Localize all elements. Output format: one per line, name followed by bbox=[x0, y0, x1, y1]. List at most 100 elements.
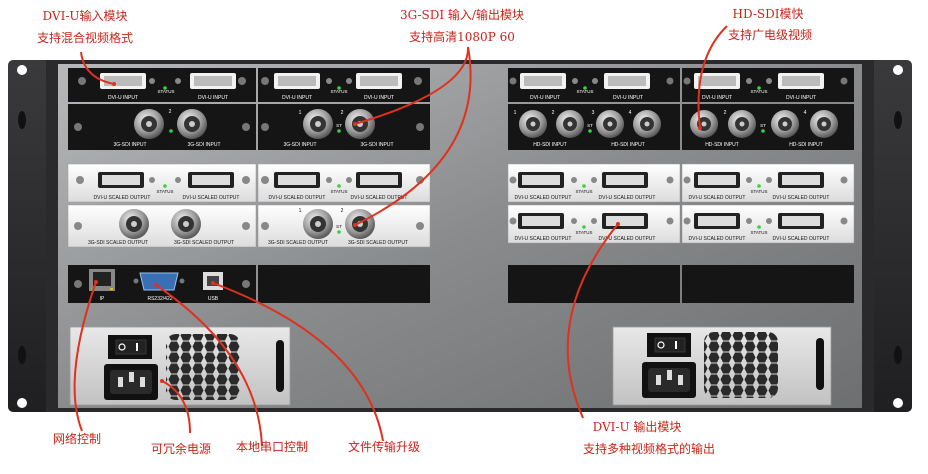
status-label: STATUS bbox=[330, 189, 347, 194]
dvi-u-output-card-3: STATUS DVI-U SCALED OUTPUT DVI-U SCALED … bbox=[507, 163, 681, 203]
power-supply-left bbox=[69, 326, 291, 406]
dvi-u-scaled-output-label: DVI-U SCALED OUTPUT bbox=[689, 195, 746, 201]
callout-dot bbox=[112, 82, 116, 86]
blank-slot-cover bbox=[508, 265, 680, 303]
dvi-u-input-label: DVI-U INPUT bbox=[108, 95, 138, 101]
dvi-u-output-card-1: STATUS DVI-U SCALED OUTPUT DVI-U SCALED … bbox=[67, 163, 257, 203]
dvi-u-input-label: DVI-U INPUT bbox=[613, 95, 643, 101]
rack-hole bbox=[893, 398, 903, 408]
port-1-label: 1 bbox=[514, 110, 517, 116]
dvi-u-input-card-2: DVI-U INPUT STATUS DVI-U INPUT bbox=[258, 68, 430, 102]
dvi-u-scaled-output-label: DVI-U SCALED OUTPUT bbox=[599, 195, 656, 201]
callout-line-serial bbox=[155, 284, 263, 447]
rack-hole bbox=[17, 398, 27, 408]
rack-slot bbox=[894, 346, 902, 364]
hd-sdi-input-label: HD-SDI INPUT bbox=[789, 142, 823, 148]
callout-dot bbox=[698, 126, 702, 130]
hd-sdi-input-label: HD-SDI INPUT bbox=[611, 142, 645, 148]
port-1-label: 1 bbox=[299, 208, 302, 214]
callout-upgrade: 文件传输升级 bbox=[348, 440, 421, 454]
rack-slot bbox=[18, 111, 26, 129]
fan-grille bbox=[166, 334, 240, 400]
hd-sdi-input-card-2: ST 2 4 HD-SDI INPUT HD-SDI INPUT bbox=[682, 104, 854, 150]
hd-sdi-input-label: HD-SDI INPUT bbox=[533, 142, 567, 148]
rs232-label: RS232/422 bbox=[147, 296, 172, 302]
rack-slot bbox=[894, 111, 902, 129]
callout-network: 网络控制 bbox=[53, 432, 102, 446]
hd-sdi-input-label: HD-SDI INPUT bbox=[705, 142, 739, 148]
callout-line-network bbox=[73, 281, 97, 432]
dvi-u-output-card-6: STATUS DVI-U SCALED OUTPUT DVI-U SCALED … bbox=[681, 204, 855, 244]
dvi-u-input-label: DVI-U INPUT bbox=[364, 95, 394, 101]
sdi3g-scaled-output-label: 3G-SDI SCALED OUTPUT bbox=[348, 240, 408, 246]
dvi-u-scaled-output-label: DVI-U SCALED OUTPUT bbox=[515, 236, 572, 242]
ip-label: IP bbox=[100, 296, 105, 302]
port-2-label: 2 bbox=[552, 110, 555, 116]
callout-dviu-output-title: DVI-U 输出模块 bbox=[592, 420, 682, 434]
port-4-label: 4 bbox=[804, 110, 807, 116]
serial-port[interactable] bbox=[139, 272, 179, 291]
dvi-u-output-card-5: STATUS DVI-U SCALED OUTPUT DVI-U SCALED … bbox=[507, 204, 681, 244]
dvi-u-scaled-output-label: DVI-U SCALED OUTPUT bbox=[515, 195, 572, 201]
callout-dot bbox=[94, 280, 98, 284]
dvi-u-input-label: DVI-U INPUT bbox=[786, 95, 816, 101]
port-4-label: 4 bbox=[629, 110, 632, 116]
sdi3g-scaled-output-label: 3G-SDI SCALED OUTPUT bbox=[88, 240, 148, 246]
control-card: IP RS232/422 USB bbox=[68, 265, 256, 303]
status-label: STATUS bbox=[575, 189, 592, 194]
sdi3g-output-card-2: ST 1 2 3G-SDI SCALED OUTPUT 3G-SDI SCALE… bbox=[257, 204, 431, 248]
sdi3g-input-label: 3G-SDI INPUT bbox=[113, 142, 146, 148]
status-label: STATUS bbox=[156, 189, 173, 194]
dvi-u-output-card-4: STATUS DVI-U SCALED OUTPUT DVI-U SCALED … bbox=[681, 163, 855, 203]
st-label: ST bbox=[336, 224, 342, 229]
dvi-u-scaled-output-label: DVI-U SCALED OUTPUT bbox=[351, 195, 408, 201]
dvi-u-scaled-output-label: DVI-U SCALED OUTPUT bbox=[773, 195, 830, 201]
dvi-u-input-card-3: DVI-U INPUT STATUS DVI-U INPUT bbox=[508, 68, 680, 102]
fan-grille bbox=[704, 332, 778, 398]
dvi-u-input-card-4: DVI-U INPUT STATUS DVI-U INPUT bbox=[682, 68, 854, 102]
sdi3g-input-card-2: ST 1 2 3G-SDI INPUT 3G-SDI INPUT bbox=[258, 104, 430, 150]
sdi3g-input-label: 3G-SDI INPUT bbox=[187, 142, 220, 148]
status-label: STATUS bbox=[576, 89, 593, 94]
rack-hole bbox=[893, 65, 903, 75]
rack-hole bbox=[17, 65, 27, 75]
dvi-u-output-card-2: STATUS DVI-U SCALED OUTPUT DVI-U SCALED … bbox=[257, 163, 431, 203]
status-label: STATUS bbox=[750, 189, 767, 194]
status-label: STATUS bbox=[750, 89, 767, 94]
status-label: STATUS bbox=[157, 89, 174, 94]
dvi-u-scaled-output-label: DVI-U SCALED OUTPUT bbox=[94, 195, 151, 201]
port-2-label: 2 bbox=[724, 110, 727, 116]
callout-serial: 本地串口控制 bbox=[236, 440, 309, 454]
callout-dot bbox=[353, 122, 357, 126]
dvi-u-scaled-output-label: DVI-U SCALED OUTPUT bbox=[269, 195, 326, 201]
callout-redundant-power: 可冗余电源 bbox=[151, 442, 212, 456]
sdi3g-input-label: 3G-SDI INPUT bbox=[360, 142, 393, 148]
status-label: STATUS bbox=[575, 230, 592, 235]
sdi3g-input-label: 3G-SDI INPUT bbox=[283, 142, 316, 148]
dvi-u-input-label: DVI-U INPUT bbox=[530, 95, 560, 101]
callout-dviu-output-sub: 支持多种视频格式的输出 bbox=[582, 442, 716, 456]
callout-line-sdi3g-bottom bbox=[354, 46, 472, 226]
sdi3g-input-card-1: 3G-SDI INPUT 3G-SDI INPUT 2 bbox=[68, 104, 256, 150]
dvi-u-input-label: DVI-U INPUT bbox=[198, 95, 228, 101]
callout-dot bbox=[211, 281, 215, 285]
st-label: ST bbox=[587, 123, 593, 128]
callout-line-dviu-output bbox=[566, 223, 619, 419]
callout-dot bbox=[154, 283, 158, 287]
blank-slot-cover bbox=[258, 265, 430, 303]
status-label: STATUS bbox=[330, 89, 347, 94]
status-label: STATUS bbox=[750, 230, 767, 235]
dvi-u-input-card-1: DVI-U INPUT STATUS DVI-U INPUT bbox=[68, 68, 256, 102]
port-1-label: 1 bbox=[299, 110, 302, 116]
callout-line-hdsdi bbox=[697, 25, 728, 129]
callout-sdi3g-sub: 支持高清1080P 60 bbox=[409, 30, 515, 44]
usb-label: USB bbox=[208, 296, 219, 302]
dvi-u-scaled-output-label: DVI-U SCALED OUTPUT bbox=[773, 236, 830, 242]
st-label: ST bbox=[760, 123, 766, 128]
callout-lines bbox=[73, 25, 728, 447]
callout-hdsdi-title: HD-SDI模快 bbox=[732, 7, 804, 21]
port-2-label: 2 bbox=[341, 208, 344, 214]
callout-line-upgrade bbox=[212, 282, 384, 442]
dvi-u-input-label: DVI-U INPUT bbox=[282, 95, 312, 101]
callout-hdsdi-sub: 支持广电级视频 bbox=[727, 28, 813, 42]
